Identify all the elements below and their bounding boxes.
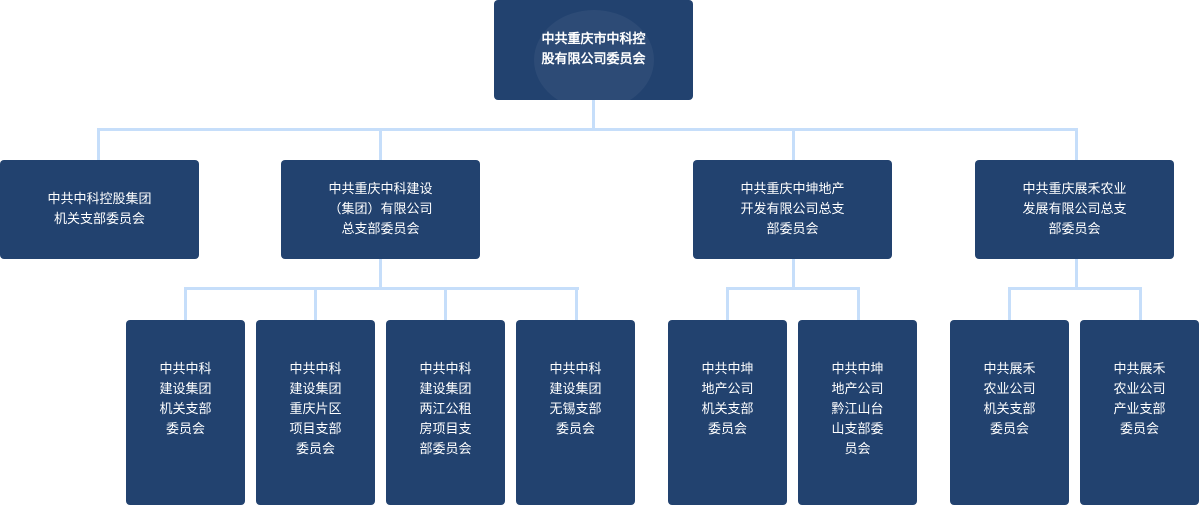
node-label-line: 股有限公司委员会	[541, 52, 646, 67]
logo-watermark-icon	[534, 10, 654, 100]
node-label-line: 中共中坤	[701, 362, 754, 377]
node-label-line: 中共重庆市中科控	[541, 32, 646, 47]
node-label-line: 委员会	[295, 442, 335, 457]
node-label-line: 中共重庆中坤地产	[740, 181, 845, 197]
node-label-line: 委员会	[555, 422, 595, 437]
node-label-line: 建设集团	[159, 382, 212, 397]
node-label-line: 建设集团	[549, 382, 602, 397]
node-label-line: 部委员会	[766, 221, 819, 237]
connector	[379, 259, 382, 290]
node-label-line: 开发有限公司总支	[740, 201, 845, 217]
node-label-line: 地产公司	[701, 382, 754, 397]
node-label-line: 中共中科	[419, 362, 472, 377]
node-label-line: 部委员会	[419, 442, 472, 457]
node-label-line: 农业公司	[1113, 382, 1166, 397]
connector	[97, 128, 1078, 131]
node-label-line: 机关支部委员会	[53, 211, 145, 227]
node-label-line: （集团）有限公司	[328, 201, 433, 217]
node-label-line: 项目支部	[289, 422, 342, 437]
org-node-level3[interactable]: 中共中科建设集团重庆片区项目支部委员会	[256, 320, 375, 505]
node-label-line: 建设集团	[419, 382, 472, 397]
org-node-level2[interactable]: 中共重庆展禾农业发展有限公司总支部委员会	[975, 160, 1174, 259]
node-label-line: 黔江山台	[831, 402, 884, 417]
connector	[1008, 287, 1011, 320]
org-node-level3[interactable]: 中共中科建设集团机关支部委员会	[126, 320, 245, 505]
node-label-line: 两江公租	[419, 402, 472, 417]
connector	[857, 287, 860, 320]
node-label-line: 总支部委员会	[341, 221, 420, 237]
connector	[575, 287, 578, 320]
connector	[1139, 287, 1142, 320]
node-label-line: 建设集团	[289, 382, 342, 397]
org-node-level3[interactable]: 中共展禾农业公司产业支部委员会	[1080, 320, 1199, 505]
connector	[1008, 287, 1142, 290]
connector	[592, 100, 595, 131]
connector	[792, 259, 795, 290]
node-label-line: 重庆片区	[289, 402, 342, 417]
org-node-level2[interactable]: 中共中科控股集团机关支部委员会	[0, 160, 199, 259]
org-node-level3[interactable]: 中共展禾农业公司机关支部委员会	[950, 320, 1069, 505]
connector	[792, 128, 795, 160]
node-label-line: 中共中科控股集团	[47, 191, 152, 207]
connector	[97, 128, 100, 160]
node-label-line: 中共中坤	[831, 362, 884, 377]
connector	[1075, 259, 1078, 290]
node-label-line: 中共重庆展禾农业	[1022, 181, 1127, 197]
node-label-line: 委员会	[989, 422, 1029, 437]
node-label-line: 中共中科	[289, 362, 342, 377]
node-label-line: 农业公司	[983, 382, 1036, 397]
connector	[379, 128, 382, 160]
org-node-root[interactable]: 中共重庆市中科控股有限公司委员会	[494, 0, 693, 100]
node-label-line: 中共展禾	[983, 362, 1036, 377]
node-label-line: 中共中科	[159, 362, 212, 377]
node-label-line: 山支部委	[831, 422, 884, 437]
node-label-line: 发展有限公司总支	[1022, 201, 1127, 217]
node-label-line: 产业支部	[1113, 402, 1166, 417]
connector	[726, 287, 729, 320]
node-label-line: 无锡支部	[549, 402, 602, 417]
org-node-level2[interactable]: 中共重庆中坤地产开发有限公司总支部委员会	[693, 160, 892, 259]
connector	[1075, 128, 1078, 160]
org-node-level3[interactable]: 中共中科建设集团两江公租房项目支部委员会	[386, 320, 505, 505]
node-label-line: 地产公司	[831, 382, 884, 397]
node-label-line: 机关支部	[159, 402, 212, 417]
node-label-line: 中共展禾	[1113, 362, 1166, 377]
org-node-level2[interactable]: 中共重庆中科建设 （集团）有限公司总支部委员会	[281, 160, 480, 259]
node-label-line: 中共中科	[549, 362, 602, 377]
org-node-level3[interactable]: 中共中科建设集团无锡支部委员会	[516, 320, 635, 505]
node-label-line: 房项目支	[419, 422, 472, 437]
connector	[184, 287, 187, 320]
node-label-line: 机关支部	[983, 402, 1036, 417]
org-node-level3[interactable]: 中共中坤地产公司黔江山台山支部委员会	[798, 320, 917, 505]
connector	[314, 287, 317, 320]
node-label-line: 员会	[844, 442, 871, 457]
connector	[726, 287, 860, 290]
connector	[444, 287, 447, 320]
org-node-level3[interactable]: 中共中坤地产公司机关支部委员会	[668, 320, 787, 505]
node-label-line: 部委员会	[1048, 221, 1101, 237]
node-label-line: 委员会	[1119, 422, 1159, 437]
node-label-line: 中共重庆中科建设	[328, 181, 433, 197]
node-label-line: 机关支部	[701, 402, 754, 417]
connector	[184, 287, 579, 290]
node-label-line: 委员会	[707, 422, 747, 437]
node-label-line: 委员会	[165, 422, 205, 437]
